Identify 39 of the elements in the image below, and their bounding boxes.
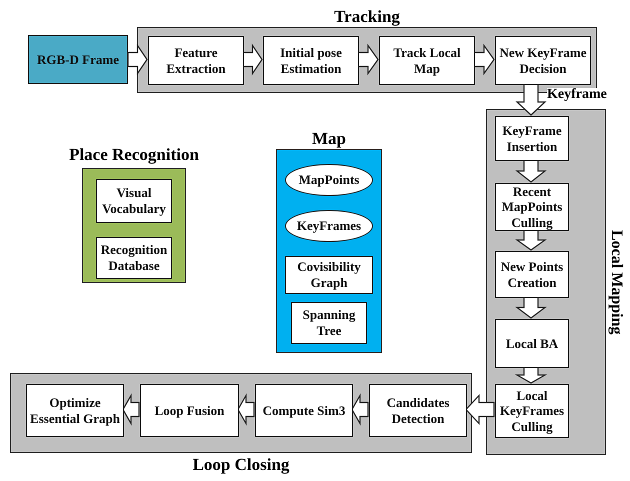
block-arrow	[473, 44, 495, 76]
block-arrow	[237, 393, 255, 426]
process-box: Local BA	[495, 319, 569, 368]
process-box: Spanning Tree	[291, 302, 367, 344]
panel-heading: Map	[311, 129, 347, 149]
block-arrow	[122, 393, 140, 426]
data-ellipse: KeyFrames	[285, 210, 373, 242]
block-arrow	[465, 394, 495, 426]
process-box: New Points Creation	[495, 251, 569, 298]
block-arrow	[242, 44, 263, 76]
process-box: Recognition Database	[96, 237, 172, 279]
process-box: Track Local Map	[379, 36, 475, 85]
block-arrow	[515, 83, 547, 116]
panel-heading: Local Mapping	[607, 228, 626, 336]
edge-label: Keyframe	[547, 88, 607, 102]
process-box: KeyFrame Insertion	[495, 116, 569, 161]
process-box: Visual Vocabulary	[96, 179, 172, 223]
process-box: Local KeyFrames Culling	[495, 384, 569, 438]
panel-heading: Place Recognition	[68, 145, 200, 165]
process-box: Feature Extraction	[148, 36, 244, 85]
process-box: Initial pose Estimation	[263, 36, 359, 85]
process-box: Candidates Detection	[369, 384, 467, 437]
block-arrow	[514, 366, 548, 384]
process-box: Recent MapPoints Culling	[495, 183, 569, 231]
process-box: Covisibility Graph	[285, 256, 373, 294]
panel-heading: Tracking	[333, 7, 401, 27]
block-arrow	[515, 159, 547, 183]
panel-heading: Loop Closing	[192, 455, 290, 475]
process-box: New KeyFrame Decision	[495, 36, 591, 85]
process-box: Loop Fusion	[140, 384, 239, 437]
block-arrow	[127, 44, 148, 76]
process-box: RGB-D Frame	[28, 35, 128, 84]
process-box: Compute Sim3	[255, 384, 353, 437]
data-ellipse: MapPoints	[285, 164, 373, 196]
process-box: Optimize Essential Graph	[26, 384, 124, 437]
block-arrow	[515, 296, 547, 319]
block-arrow	[515, 229, 547, 251]
block-arrow	[357, 44, 379, 76]
block-arrow	[351, 393, 369, 426]
